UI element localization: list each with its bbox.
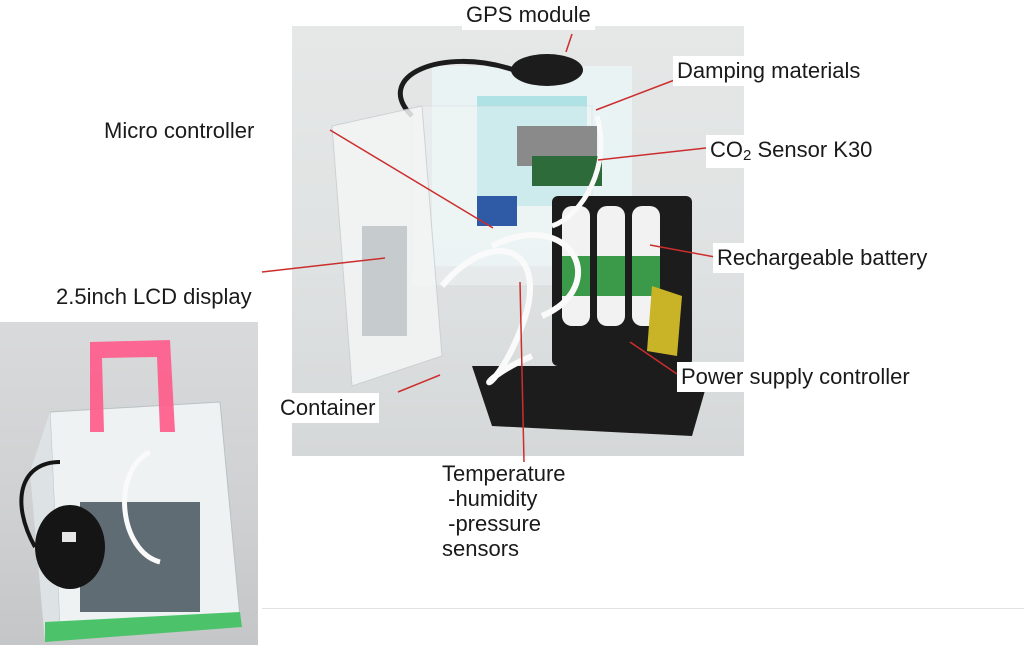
co2-subscript: 2	[743, 147, 752, 164]
label-container: Container	[276, 393, 380, 423]
label-micro-controller: Micro controller	[100, 116, 259, 146]
label-co2-sensor: CO2 Sensor K30	[706, 135, 877, 168]
label-damping-materials: Damping materials	[673, 56, 865, 86]
label-rechargeable-battery: Rechargeable battery	[713, 243, 932, 273]
assembled-device-illustration	[19, 340, 242, 642]
divider	[262, 608, 1024, 609]
label-lcd-display: 2.5inch LCD display	[52, 282, 256, 312]
label-power-supply-controller: Power supply controller	[677, 362, 914, 392]
co2-prefix: CO	[710, 137, 743, 162]
label-gps-module: GPS module	[462, 0, 595, 30]
label-sensors: Temperature -humidity -pressure sensors	[442, 461, 566, 561]
co2-suffix: Sensor K30	[751, 137, 873, 162]
device-illustration	[331, 54, 712, 436]
assembled-device-photo	[0, 322, 258, 645]
main-device-photo	[292, 26, 744, 456]
